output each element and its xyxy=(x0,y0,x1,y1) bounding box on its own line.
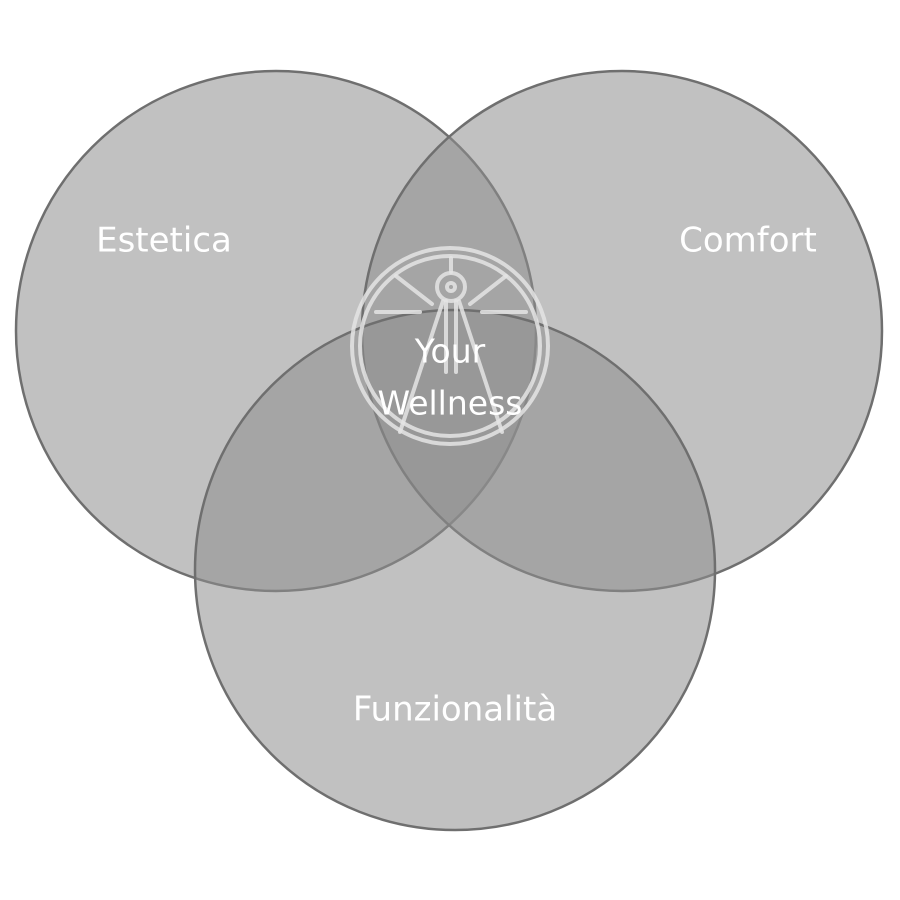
center-label-line1: Your xyxy=(414,332,486,371)
estetica-label: Estetica xyxy=(96,221,232,261)
compass-emblem-icon xyxy=(350,246,550,446)
funzionalita-label: Funzionalità xyxy=(353,690,557,730)
comfort-label: Comfort xyxy=(679,221,817,261)
center-label-line2: Wellness xyxy=(378,384,523,423)
